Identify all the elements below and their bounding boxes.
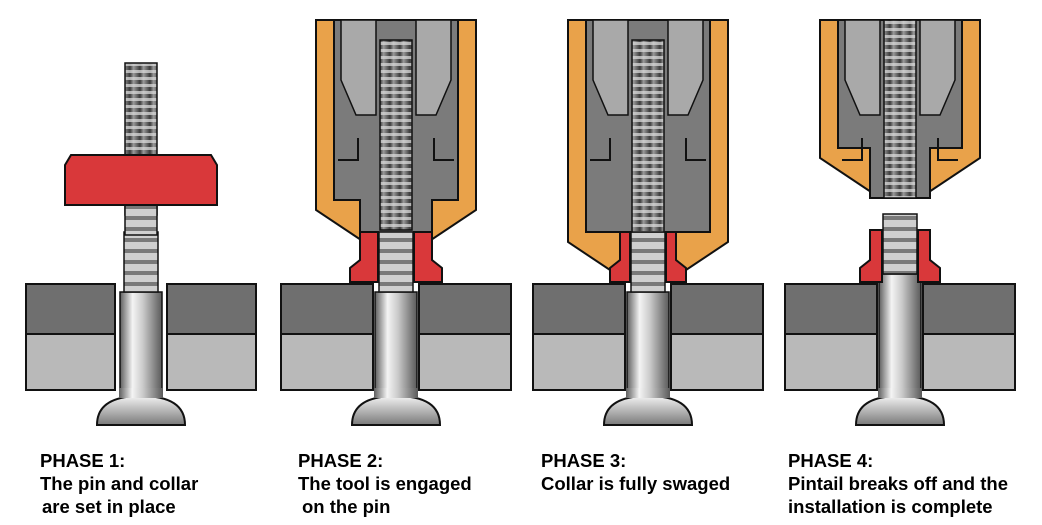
pin-pintail-thread [631, 39, 665, 233]
pin-head-fillet [374, 388, 418, 398]
workpiece-plate-lower-left [532, 333, 626, 391]
phase-2-illustration [280, 19, 512, 426]
pin-head-fillet [119, 388, 163, 398]
lockbolt-collar-icon [64, 154, 218, 206]
phase-2-line-2: on the pin [302, 496, 391, 517]
caption-phase-2: PHASE 2: The tool is engaged on the pin [298, 449, 472, 518]
tool-lever-left [590, 138, 611, 161]
tool-lever-right [685, 138, 706, 161]
workpiece-plate-lower-left [25, 333, 116, 391]
workpiece-plate-lower-right [166, 333, 257, 391]
collar-left-side [349, 231, 379, 283]
pin-locking-grooves [123, 231, 159, 293]
pin-head-fillet [878, 388, 922, 398]
phase-3-line-1: Collar is fully swaged [541, 473, 731, 494]
phase-4-line-2: installation is complete [788, 496, 993, 517]
pin-shank [626, 291, 670, 401]
phase-1-illustration [25, 62, 257, 426]
phase-3-title: PHASE 3: [541, 450, 627, 471]
workpiece-plate-upper-right [166, 283, 257, 335]
phase-1-line-1: The pin and collar [40, 473, 199, 494]
pin-button-head [602, 394, 694, 426]
phase-2-line-1: The tool is engaged [298, 473, 472, 494]
pin-shank [374, 291, 418, 401]
phase-1-title: PHASE 1: [40, 450, 126, 471]
collar-right-side [917, 229, 941, 283]
pin-locking-grooves [630, 231, 666, 293]
pin-button-head [95, 394, 187, 426]
tool-lever-left [338, 138, 359, 161]
tool-jaw-right [919, 19, 956, 116]
tool-jaw-left [592, 19, 629, 116]
tool-lever-right [433, 138, 454, 161]
broken-pintail [883, 19, 917, 199]
phase-1-line-2: are set in place [42, 496, 176, 517]
pin-locking-grooves [378, 231, 414, 293]
workpiece-plate-lower-left [784, 333, 878, 391]
phase-4-line-1: Pintail breaks off and the [788, 473, 1008, 494]
pin-locking-grooves [882, 213, 918, 275]
collar-right-side [413, 231, 443, 283]
tool-jaw-left [340, 19, 377, 116]
phase-2-title: PHASE 2: [298, 450, 384, 471]
collar-right-side [665, 231, 687, 283]
phase-4-title: PHASE 4: [788, 450, 874, 471]
phase-3-illustration [532, 19, 764, 426]
pin-neck [124, 204, 158, 236]
tool-lever-left [842, 138, 863, 161]
tool-jaw-right [415, 19, 452, 116]
tool-jaw-right [667, 19, 704, 116]
workpiece-plate-lower-right [670, 333, 764, 391]
workpiece-plate-upper-right [670, 283, 764, 335]
workpiece-plate-lower-right [418, 333, 512, 391]
pin-button-head [350, 394, 442, 426]
collar-left-side [609, 231, 631, 283]
caption-phase-3: PHASE 3: Collar is fully swaged [541, 449, 730, 495]
lockbolt-installation-diagram [25, 19, 1016, 426]
tool-jaw-left [844, 19, 881, 116]
workpiece-plate-upper-left [280, 283, 374, 335]
pin-shank [119, 291, 163, 401]
collar-left-side [859, 229, 883, 283]
workpiece-plate-lower-left [280, 333, 374, 391]
pin-shank [878, 273, 922, 401]
workpiece-plate-lower-right [922, 333, 1016, 391]
pin-head-fillet [626, 388, 670, 398]
pin-button-head [854, 394, 946, 426]
workpiece-plate-upper-right [922, 283, 1016, 335]
pin-pintail-thread [379, 39, 413, 231]
workpiece-plate-upper-left [532, 283, 626, 335]
caption-phase-1: PHASE 1: The pin and collar are set in p… [40, 449, 198, 518]
caption-phase-4: PHASE 4: Pintail breaks off and the inst… [788, 449, 1008, 518]
workpiece-plate-upper-left [784, 283, 878, 335]
tool-lever-right [937, 138, 958, 161]
workpiece-plate-upper-right [418, 283, 512, 335]
workpiece-plate-upper-left [25, 283, 116, 335]
phase-4-illustration [784, 19, 1016, 426]
